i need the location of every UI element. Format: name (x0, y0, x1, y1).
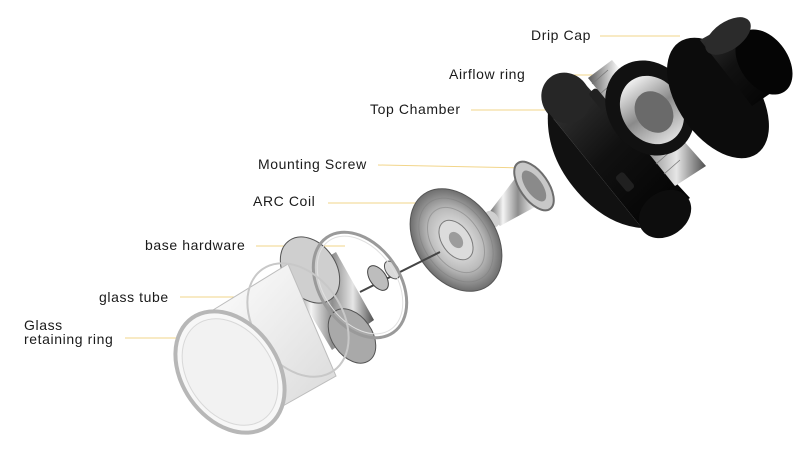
label-glass-retaining-ring-line2: retaining ring (24, 331, 114, 347)
glass-retaining-ring (173, 309, 287, 435)
mounting-screw (484, 160, 555, 228)
arc-coil (409, 188, 503, 292)
airflow-ring (588, 60, 706, 192)
label-arc-coil: ARC Coil (253, 193, 316, 209)
label-top-chamber: Top Chamber (370, 101, 461, 117)
label-base-hardware: base hardware (145, 237, 246, 253)
label-glass-retaining-ring-line1: Glass (24, 317, 63, 333)
drip-cap (667, 17, 793, 159)
leader-mounting-screw (377, 164, 526, 169)
label-drip-cap: Drip Cap (531, 27, 592, 43)
top-chamber (541, 72, 692, 239)
label-airflow-ring: Airflow ring (449, 66, 526, 82)
label-mounting-screw: Mounting Screw (258, 156, 367, 172)
label-glass-tube: glass tube (99, 289, 169, 305)
